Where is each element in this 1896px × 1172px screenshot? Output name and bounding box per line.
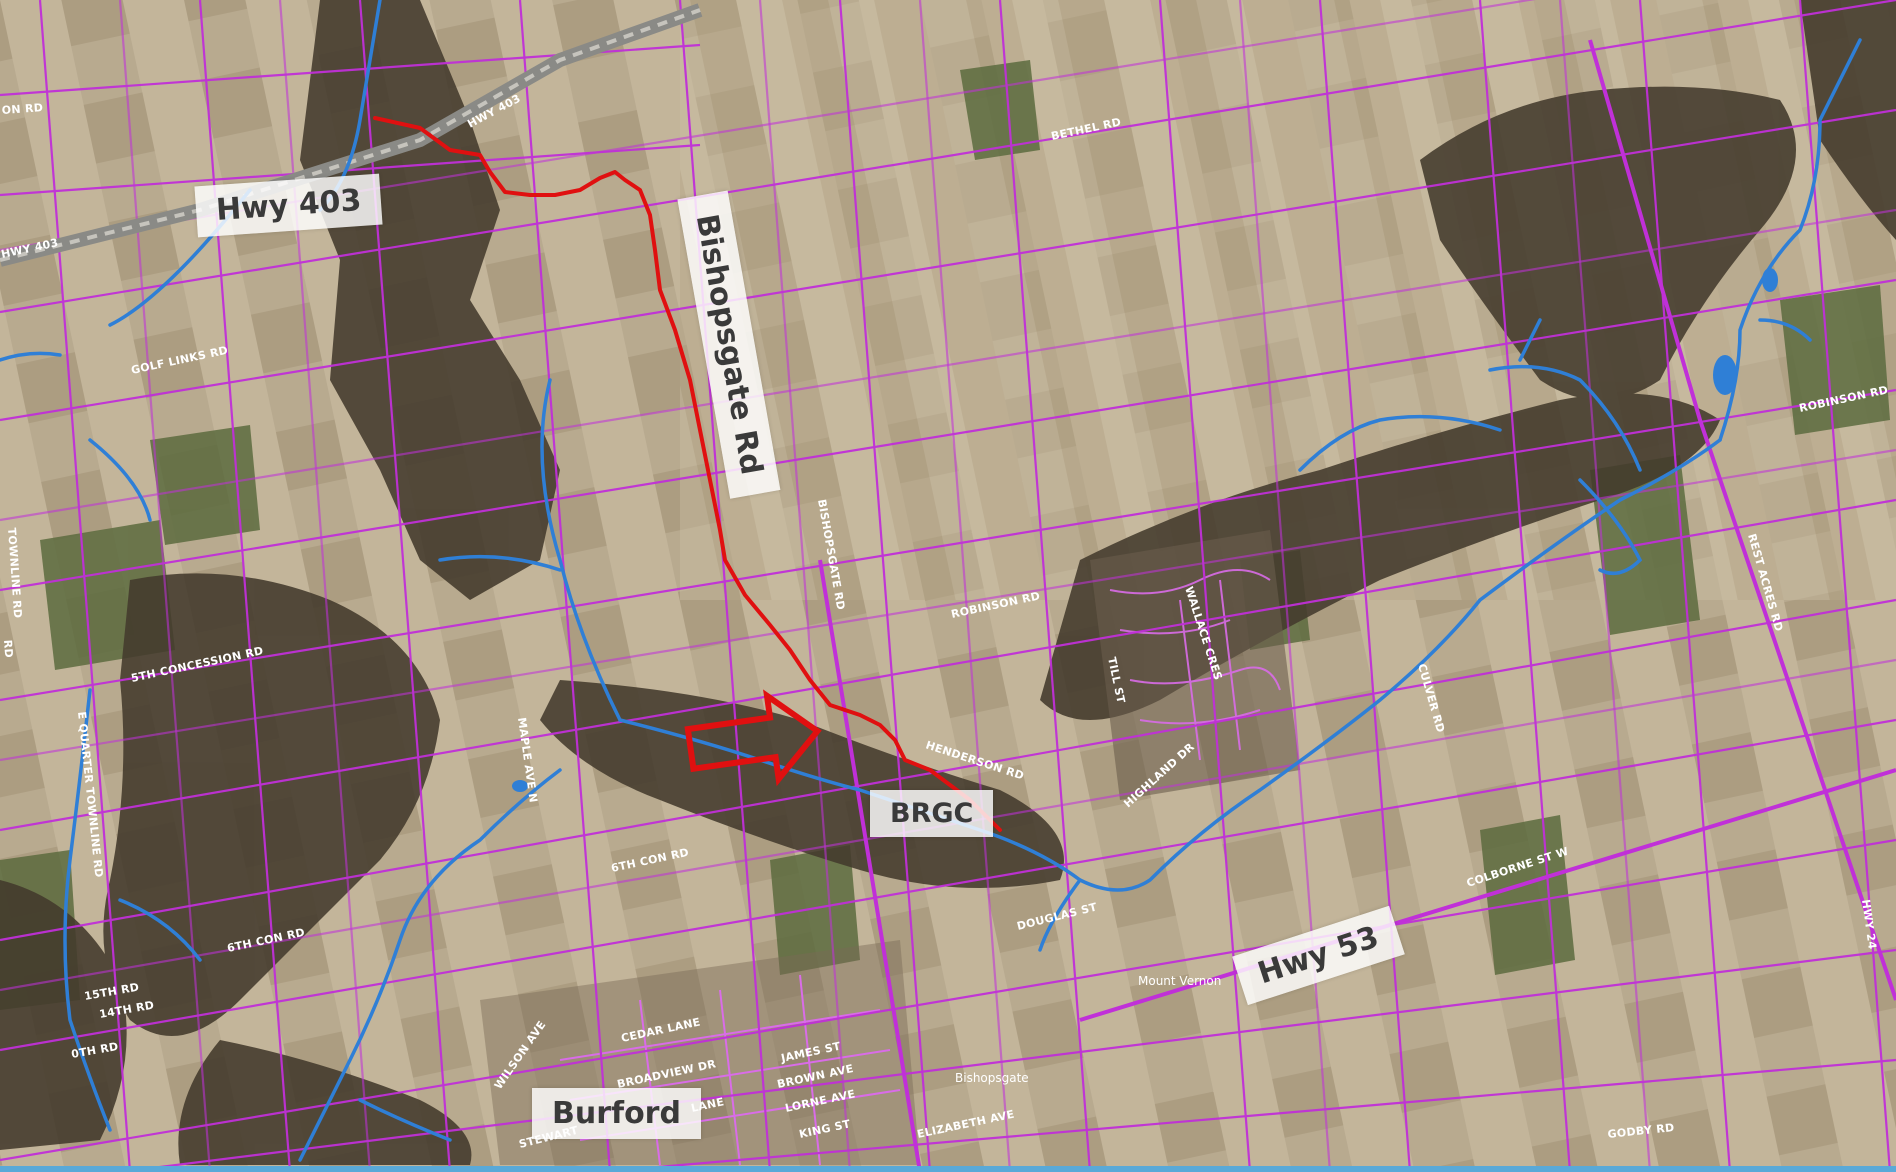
road-label-townline-rd: TOWNLINE RD <box>5 527 24 618</box>
bottom-border-strip <box>0 1166 1896 1172</box>
route-line <box>373 116 1002 832</box>
major-roads <box>0 3 1896 1172</box>
road-label-on-rd: ON RD <box>1 101 43 117</box>
callout-brgc: BRGC <box>870 790 994 837</box>
watercourses <box>0 0 1862 1162</box>
place-label-bishopsgate: Bishopsgate <box>955 1071 1029 1085</box>
place-labels: Mount Vernon Bishopsgate <box>955 974 1221 1085</box>
callout-burford: Burford <box>532 1088 701 1139</box>
direction-arrow-icon <box>684 689 822 787</box>
road-label-rd-left: RD <box>1 639 15 658</box>
place-label-mount-vernon: Mount Vernon <box>1138 974 1221 988</box>
town-area <box>1090 530 1300 800</box>
ponds <box>512 268 1778 792</box>
